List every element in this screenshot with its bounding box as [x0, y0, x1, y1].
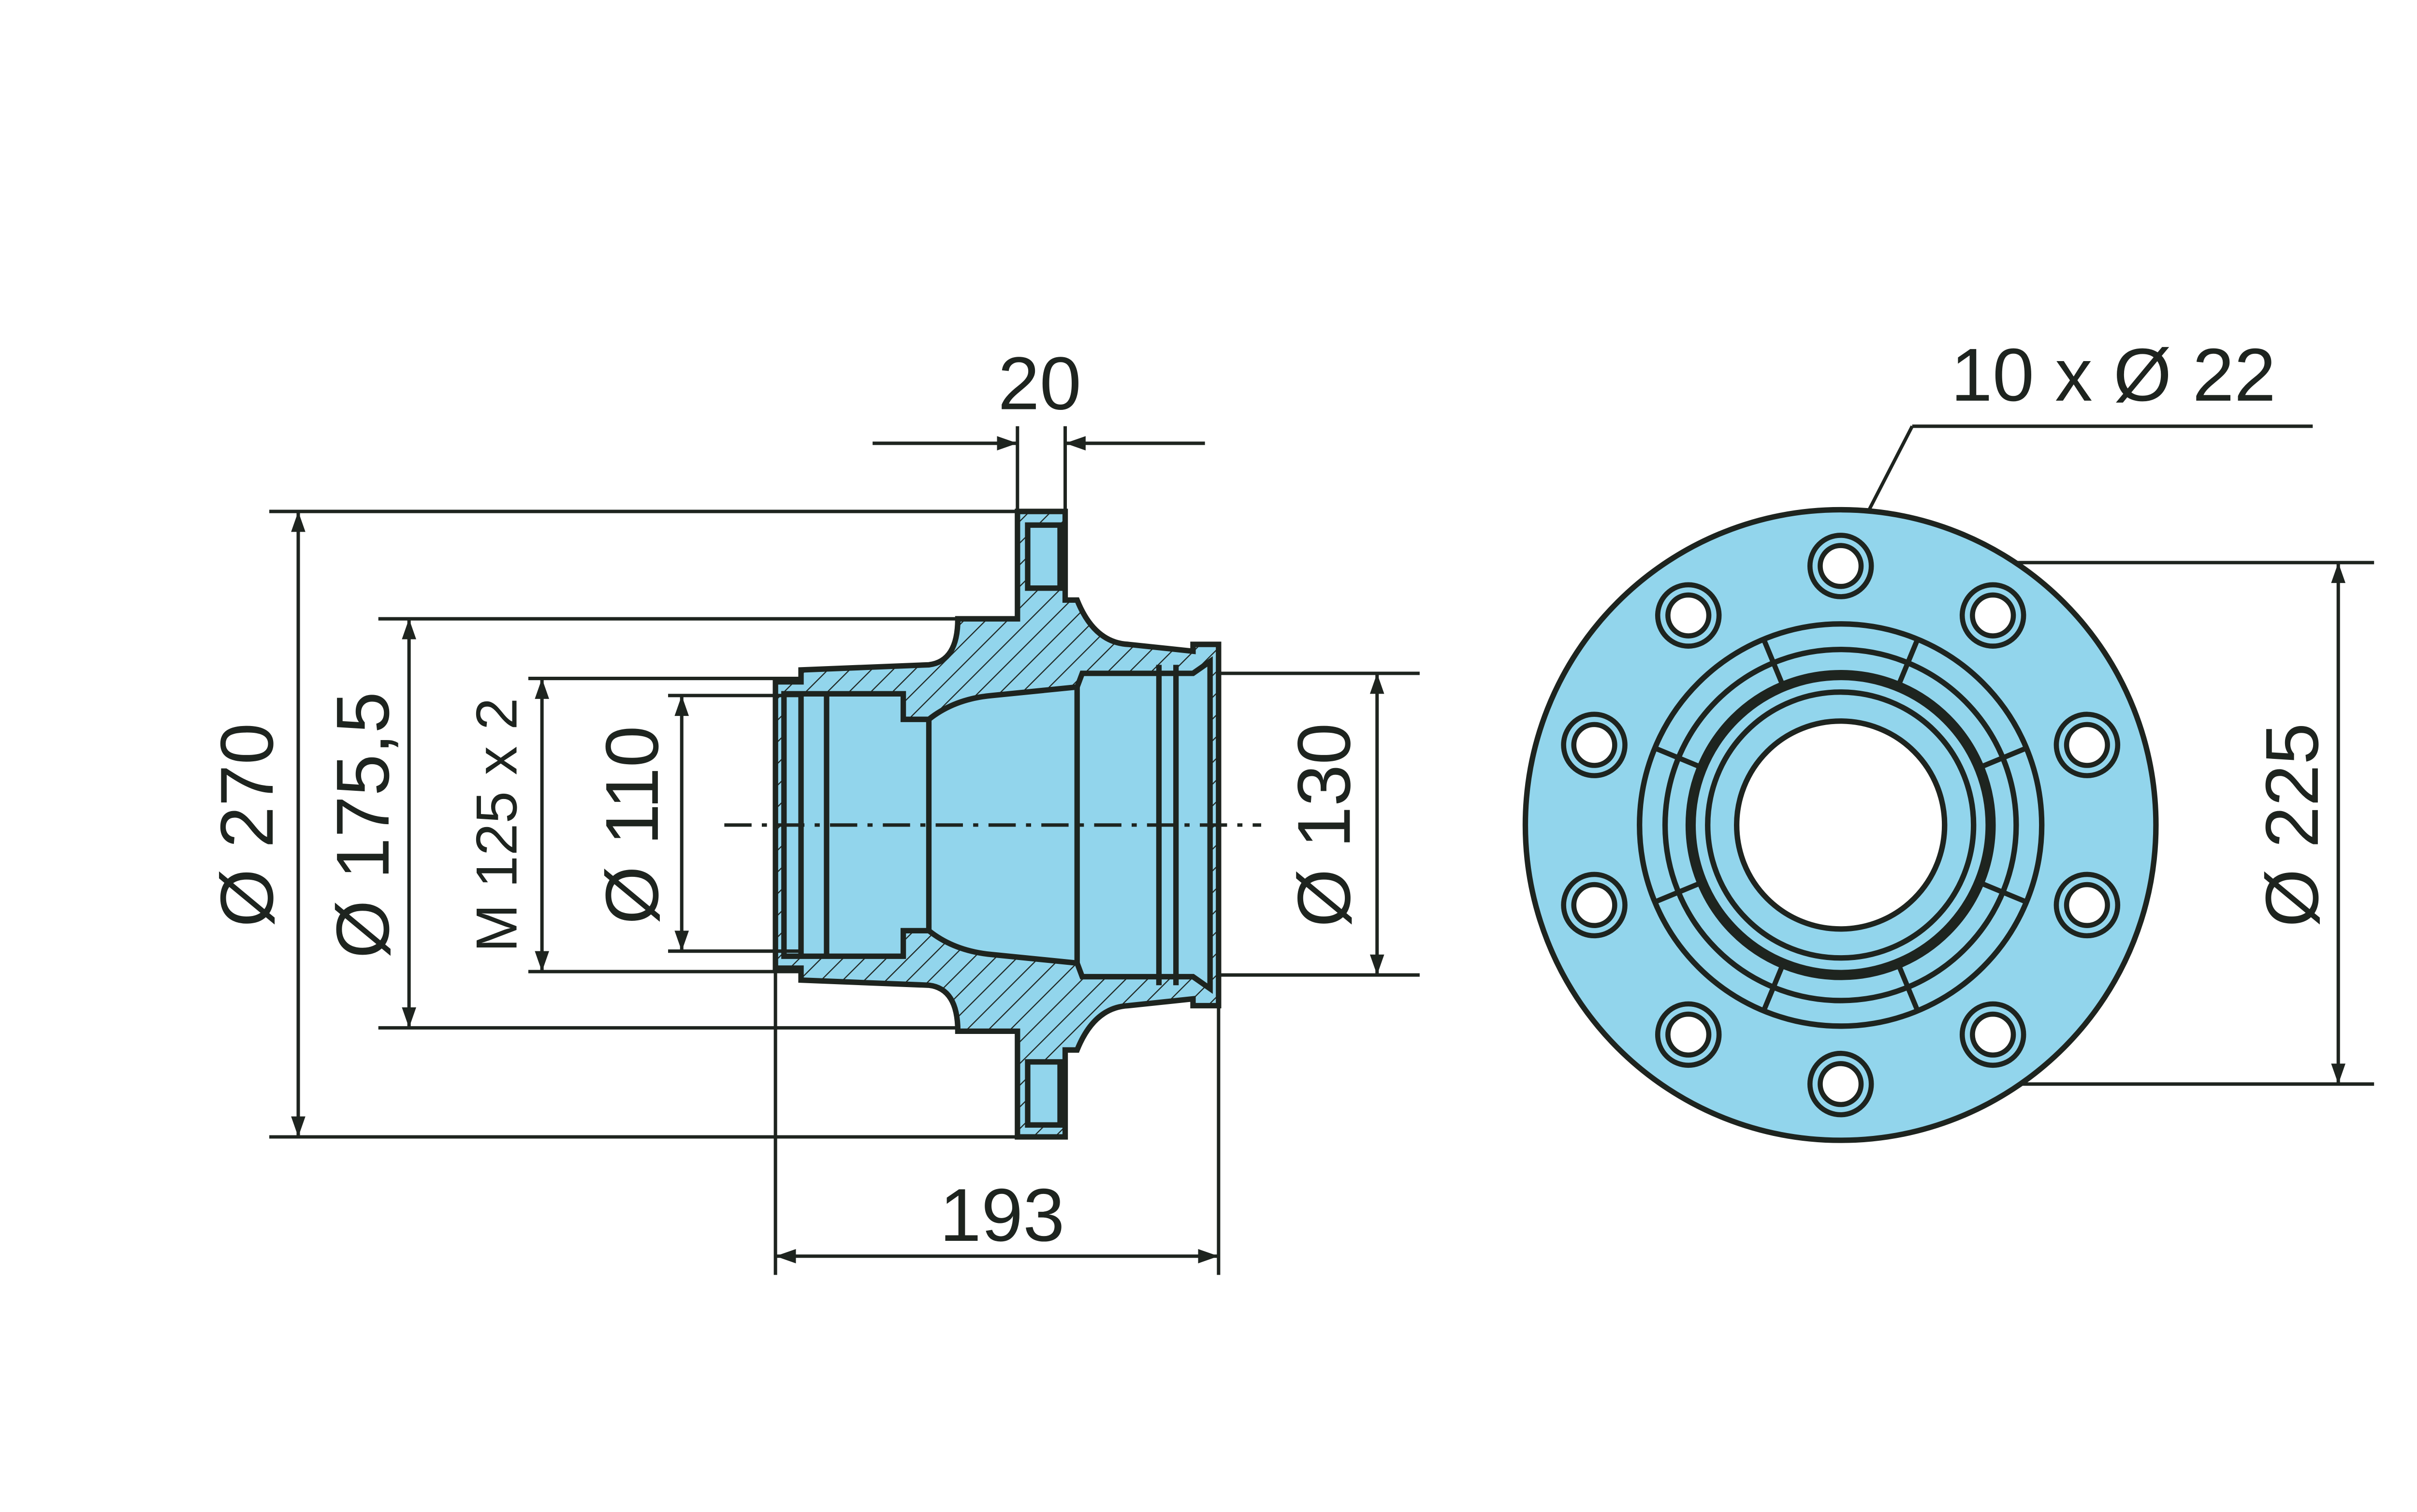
bolt-hole [2064, 722, 2110, 768]
bolt-hole-section-bottom [1025, 1059, 1063, 1128]
bolt-hole [1970, 592, 2016, 639]
pilot-diameter-label: Ø 175,5 [321, 692, 405, 959]
rib-line [1895, 638, 1920, 688]
rib-line [1761, 962, 1786, 1012]
bore-large-label: Ø 130 [1282, 723, 1366, 928]
rib-line [1895, 962, 1920, 1012]
center-bore [1733, 718, 1948, 932]
bolt-hole [1571, 722, 1617, 768]
outer-diameter-label: Ø 270 [205, 723, 289, 928]
bore-small-label: Ø 110 [590, 726, 674, 924]
flange-width-label: 20 [998, 342, 1081, 425]
length-label: 193 [940, 1173, 1065, 1257]
bolt-hole [1818, 543, 1864, 589]
bolt-hole [2064, 882, 2110, 928]
bolt-hole [1665, 592, 1712, 639]
bolt-hole [1818, 1061, 1864, 1107]
front-view [1522, 507, 2159, 1143]
bolt-hole [1571, 882, 1617, 928]
holes-label: 10 x Ø 22 [1951, 333, 2276, 417]
section-view [724, 509, 1261, 1140]
bolt-hole-section-top [1025, 522, 1063, 591]
rib-line [1978, 880, 2028, 904]
rib-line [1978, 745, 2028, 770]
rib-line [1654, 745, 1704, 770]
bolt-circle-label: Ø 225 [2250, 723, 2334, 928]
thread-label: M 125 x 2 [464, 698, 529, 952]
bolt-hole [1970, 1011, 2016, 1058]
rib-line [1654, 880, 1704, 904]
rib-line [1761, 638, 1786, 688]
bolt-hole [1665, 1011, 1712, 1058]
